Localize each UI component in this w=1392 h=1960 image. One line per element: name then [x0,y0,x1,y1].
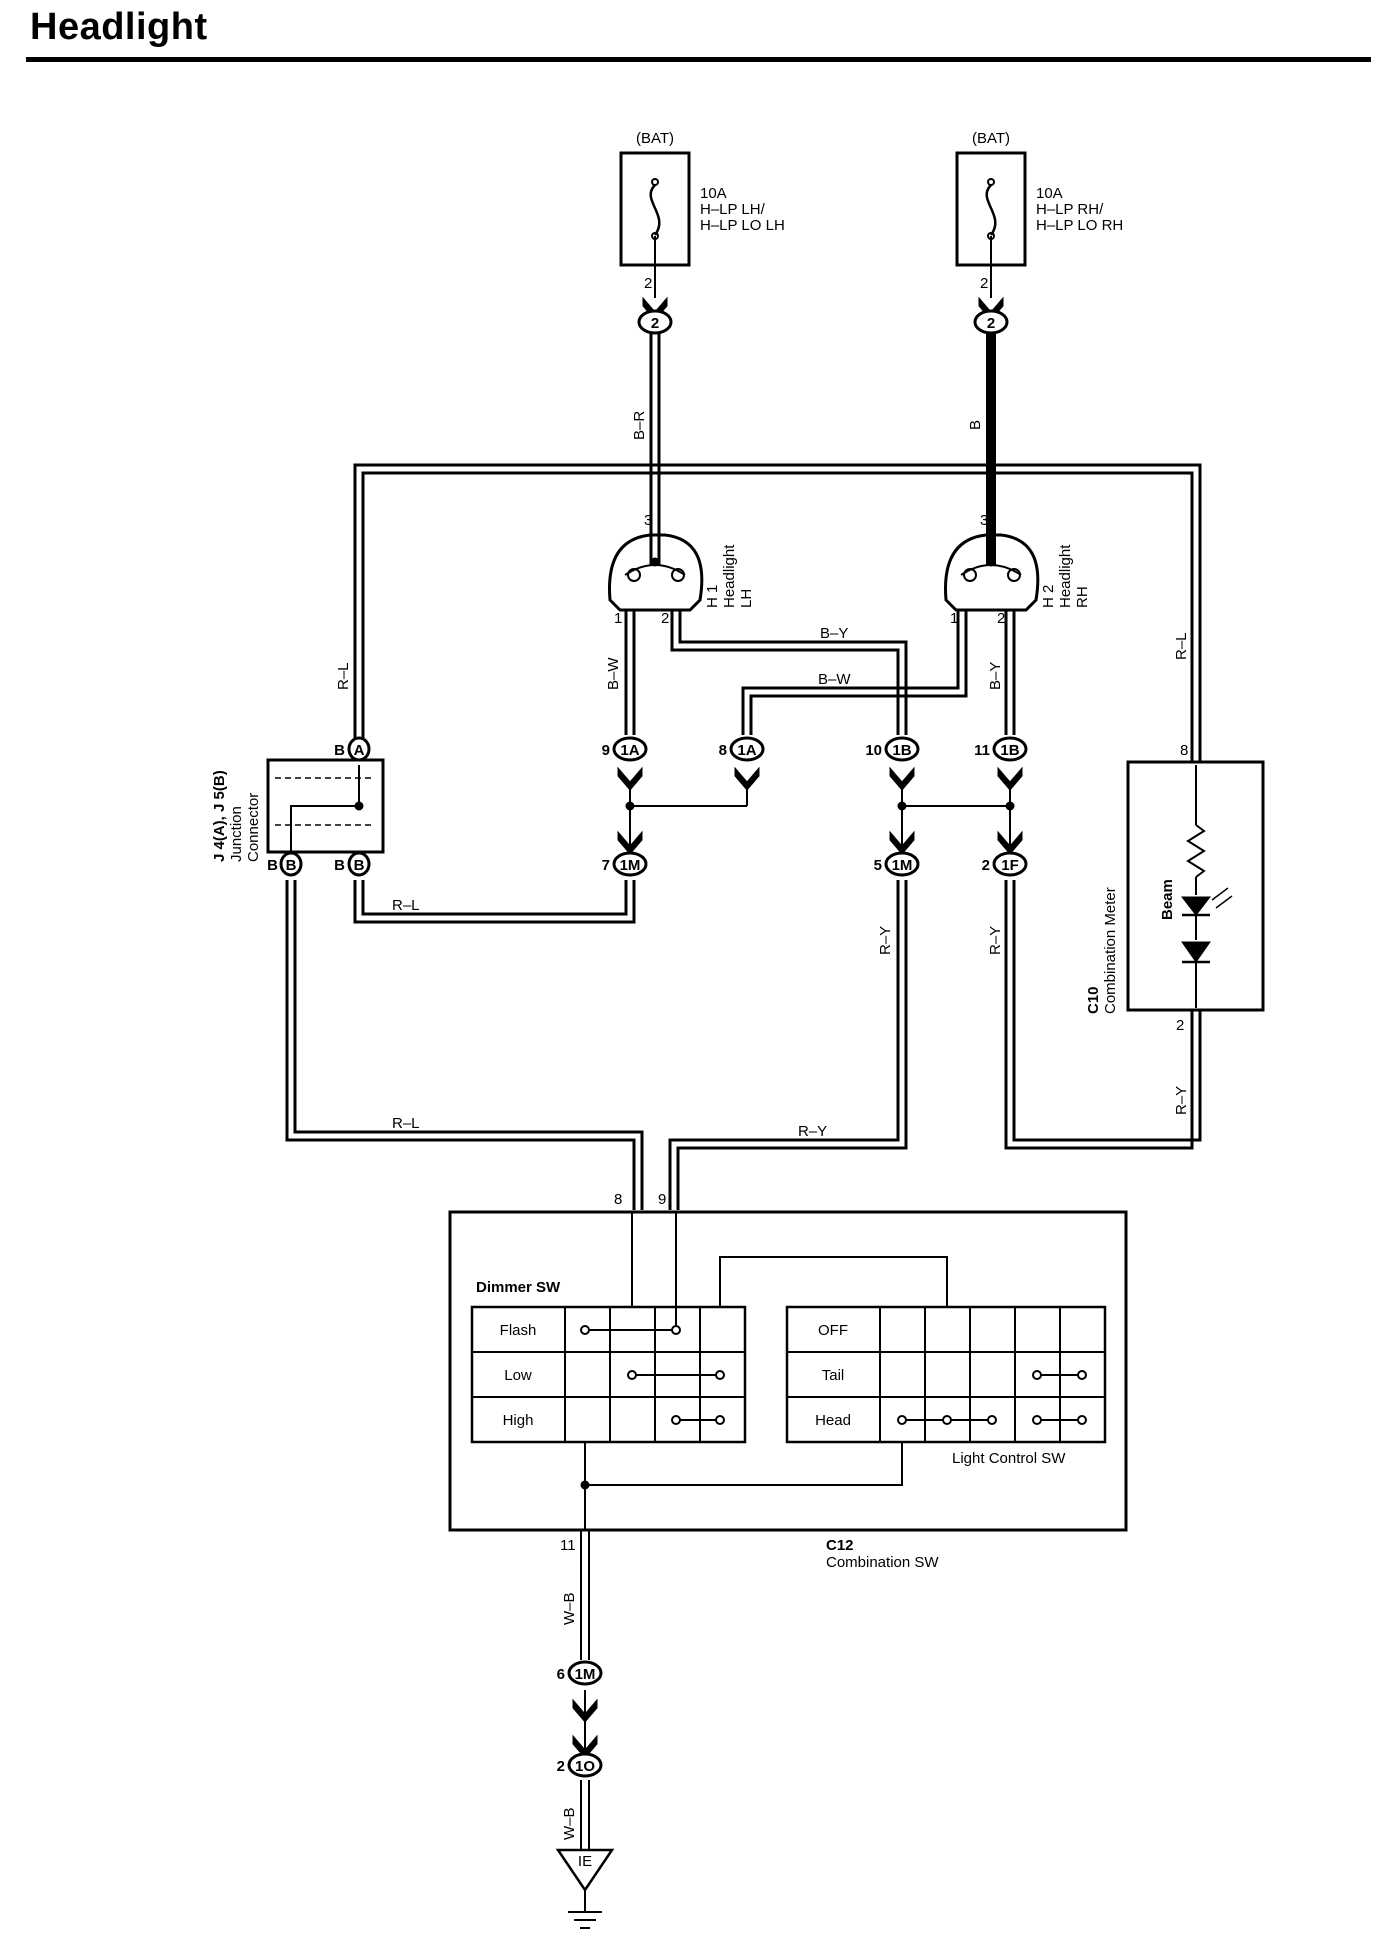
dimmer-row-low: Low [504,1367,532,1384]
headlight-rh-pin-2: 2 [997,610,1005,627]
conn-1b-left-pin: 10 [865,742,882,759]
fuse-left [619,151,691,267]
junction-connector [266,758,385,854]
wire-label-r-l-junction: R–L [392,897,420,914]
switch-pin-11: 11 [560,1537,576,1554]
wire-label-b-y-horiz: B–Y [820,625,848,642]
meter-lamp-label: Beam [1159,879,1176,920]
fuse-right-rating: 10A [1036,185,1063,202]
wire-label-b-r: B–R [631,411,648,440]
junction-name2: Connector [245,793,262,862]
headlight-rh-side: RH [1074,586,1091,608]
meter-code: C10 [1085,986,1102,1014]
fuse-right-pin: 2 [980,275,988,292]
junction-pin-br: B [334,857,345,874]
light-row-head: Head [815,1412,851,1429]
conn-1f-id: 1F [1001,857,1019,874]
headlight-lh-code: H 1 [704,585,721,608]
conn-1b-left-id: 1B [892,742,911,759]
light-row-off: OFF [818,1322,848,1339]
fuse-left-source: (BAT) [636,130,674,147]
fuse-right-line1: H–LP RH/ [1036,201,1104,218]
junction-pin-top: B [334,742,345,759]
wire-label-b-w-left: B–W [605,657,622,690]
headlight-lh [608,533,704,612]
conn-1m-low-id: 1M [575,1666,596,1683]
meter-pin-bottom: 2 [1176,1017,1184,1034]
headlight-lh-side: LH [738,589,755,608]
ground-symbol [555,1848,615,1929]
wire-label-r-l-bottom: R–L [392,1115,420,1132]
headlight-rh-pin-1: 1 [950,610,958,627]
headlight-lh-name: Headlight [721,544,738,608]
switch-name: Combination SW [826,1554,939,1571]
conn-1a-right-pin: 8 [719,742,727,759]
page-title: Headlight [30,6,208,48]
conn-1b-right-pin: 11 [974,742,990,759]
conn-1m-low-pin: 6 [557,1666,565,1683]
fuse-left-pin: 2 [644,275,652,292]
dimmer-title: Dimmer SW [476,1279,561,1296]
ground-id: IE [578,1853,592,1870]
wire-label-r-l-left: R–L [335,662,352,690]
switch-pin-8: 8 [614,1191,622,1208]
fuse-right-line2: H–LP LO RH [1036,217,1123,234]
conn-1m-left-id: 1M [620,857,641,874]
junction-name1: Junction [228,806,245,862]
wire-label-b-y-right: B–Y [987,662,1004,690]
headlight-rh-pin-top: 3 [980,512,988,529]
wire-label-w-b-lower: W–B [561,1807,578,1840]
conn-1m-mid-id: 1M [892,857,913,874]
meter-pin-top: 8 [1180,742,1188,759]
switch-pin-9: 9 [658,1191,666,1208]
junction-pin-bl: B [267,857,278,874]
light-row-tail: Tail [822,1367,845,1384]
junction-conn-a: A [354,742,365,759]
headlight-lh-pin-1: 1 [614,610,622,627]
headlight-rh-code: H 2 [1040,585,1057,608]
wire-label-r-y-right: R–Y [987,926,1004,955]
combination-meter [1126,760,1265,1012]
wire-label-r-y-mid: R–Y [877,926,894,955]
fuse-left-line2: H–LP LO LH [700,217,785,234]
junction-conn-br: B [354,857,365,874]
dimmer-row-high: High [503,1412,534,1429]
conn-1m-left-pin: 7 [602,857,610,874]
fuse-left-line1: H–LP LH/ [700,201,766,218]
title-rule [26,57,1371,62]
conn-fuse-right-id: 2 [987,315,995,332]
conn-1m-mid-pin: 5 [874,857,882,874]
wire-label-b-w-horiz: B–W [818,671,851,688]
junction-conn-bl: B [286,857,297,874]
wire-label-r-y-meter: R–Y [1173,1086,1190,1115]
dimmer-row-flash: Flash [500,1322,537,1339]
conn-fuse-left-id: 2 [651,315,659,332]
wire-label-r-l-right: R–L [1173,632,1190,660]
fuse-right [955,151,1027,267]
combination-switch [448,1210,1128,1532]
headlight-rh [944,533,1040,612]
conn-1a-left-id: 1A [620,742,639,759]
headlight-rh-name: Headlight [1057,544,1074,608]
conn-1a-left-pin: 9 [602,742,610,759]
conn-1a-right-id: 1A [737,742,756,759]
conn-1f-pin: 2 [982,857,990,874]
wire-label-r-y-bottom: R–Y [798,1123,827,1140]
junction-code: J 4(A), J 5(B) [211,770,228,862]
fuse-left-rating: 10A [700,185,727,202]
conn-1o-id: 1O [575,1758,595,1775]
headlight-lh-pin-top: 3 [644,512,652,529]
meter-name: Combination Meter [1102,887,1119,1014]
wire-label-b: B [967,420,984,430]
fuse-right-source: (BAT) [972,130,1010,147]
conn-1b-right-id: 1B [1000,742,1019,759]
switch-code: C12 [826,1537,854,1554]
light-control-title: Light Control SW [952,1450,1066,1467]
conn-1o-pin: 2 [557,1758,565,1775]
headlight-lh-pin-2: 2 [661,610,669,627]
wire-label-w-b-upper: W–B [561,1592,578,1625]
